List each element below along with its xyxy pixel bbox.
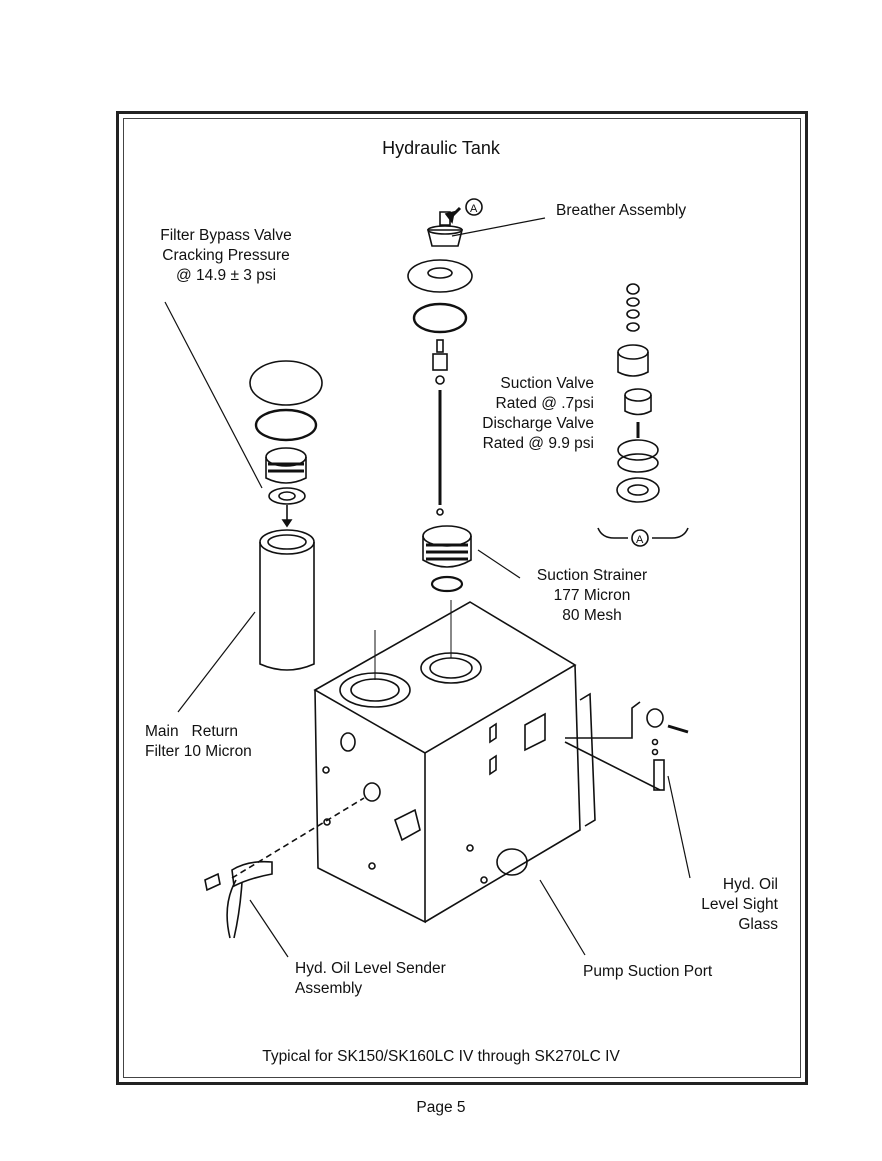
tank-body <box>313 600 596 924</box>
label-pump-suction-port: Pump Suction Port <box>583 963 713 980</box>
detail-a-marker-top <box>465 198 483 216</box>
label-line: Level Sight <box>701 896 778 913</box>
center-cover-stack <box>407 259 473 516</box>
sight-glass-parts <box>564 701 689 791</box>
svg-text:A: A <box>470 203 478 215</box>
label-line: @ 14.9 ± 3 psi <box>175 267 277 284</box>
label-line: Suction Strainer <box>536 567 648 584</box>
label-suction-strainer: Suction Strainer 177 Micron 80 Mesh <box>512 566 672 626</box>
label-line: Glass <box>738 916 778 933</box>
detail-a-marker-bottom <box>631 529 649 547</box>
label-line: 80 Mesh <box>562 607 622 624</box>
label-line: Discharge Valve <box>482 415 594 432</box>
leader-lines <box>164 217 691 958</box>
label-line: Filter Bypass Valve <box>160 227 292 244</box>
label-line: Filter 10 Micron <box>145 743 252 760</box>
label-main-return-filter: Main Return Filter 10 Micron <box>145 722 252 762</box>
page-frame <box>116 111 808 1085</box>
detail-a-stack: A <box>597 283 689 547</box>
label-hyd-oil-level-sight-glass: Hyd. Oil Level Sight Glass <box>650 875 778 935</box>
suction-strainer <box>422 525 472 593</box>
label-line: Assembly <box>295 980 363 997</box>
page-title: Hydraulic Tank <box>382 138 500 158</box>
label-line: Hyd. Oil Level Sender <box>295 960 446 977</box>
label-line: 177 Micron <box>553 587 631 604</box>
label-line: Rated @ 9.9 psi <box>482 435 594 452</box>
page-frame-inner <box>123 118 801 1078</box>
footer-caption: Typical for SK150/SK160LC IV through SK2… <box>262 1048 620 1065</box>
breather-assembly: A <box>426 198 483 247</box>
label-line: Hyd. Oil <box>722 876 778 893</box>
sender-assembly <box>204 797 365 939</box>
return-filter-stack <box>249 360 323 671</box>
label-filter-bypass-valve: Filter Bypass Valve Cracking Pressure @ … <box>136 226 316 286</box>
label-hyd-oil-level-sender: Hyd. Oil Level Sender Assembly <box>295 959 446 999</box>
label-suction-discharge-valves: Suction Valve Rated @ .7psi Discharge Va… <box>450 374 594 454</box>
label-line: Rated @ .7psi <box>495 395 594 412</box>
label-breather-assembly: Breather Assembly <box>556 202 687 219</box>
label-line: Main Return <box>145 723 239 740</box>
label-line: Suction Valve <box>500 375 594 392</box>
svg-text:A: A <box>636 534 644 546</box>
label-line: Cracking Pressure <box>162 247 290 264</box>
page-number: Page 5 <box>416 1099 466 1116</box>
